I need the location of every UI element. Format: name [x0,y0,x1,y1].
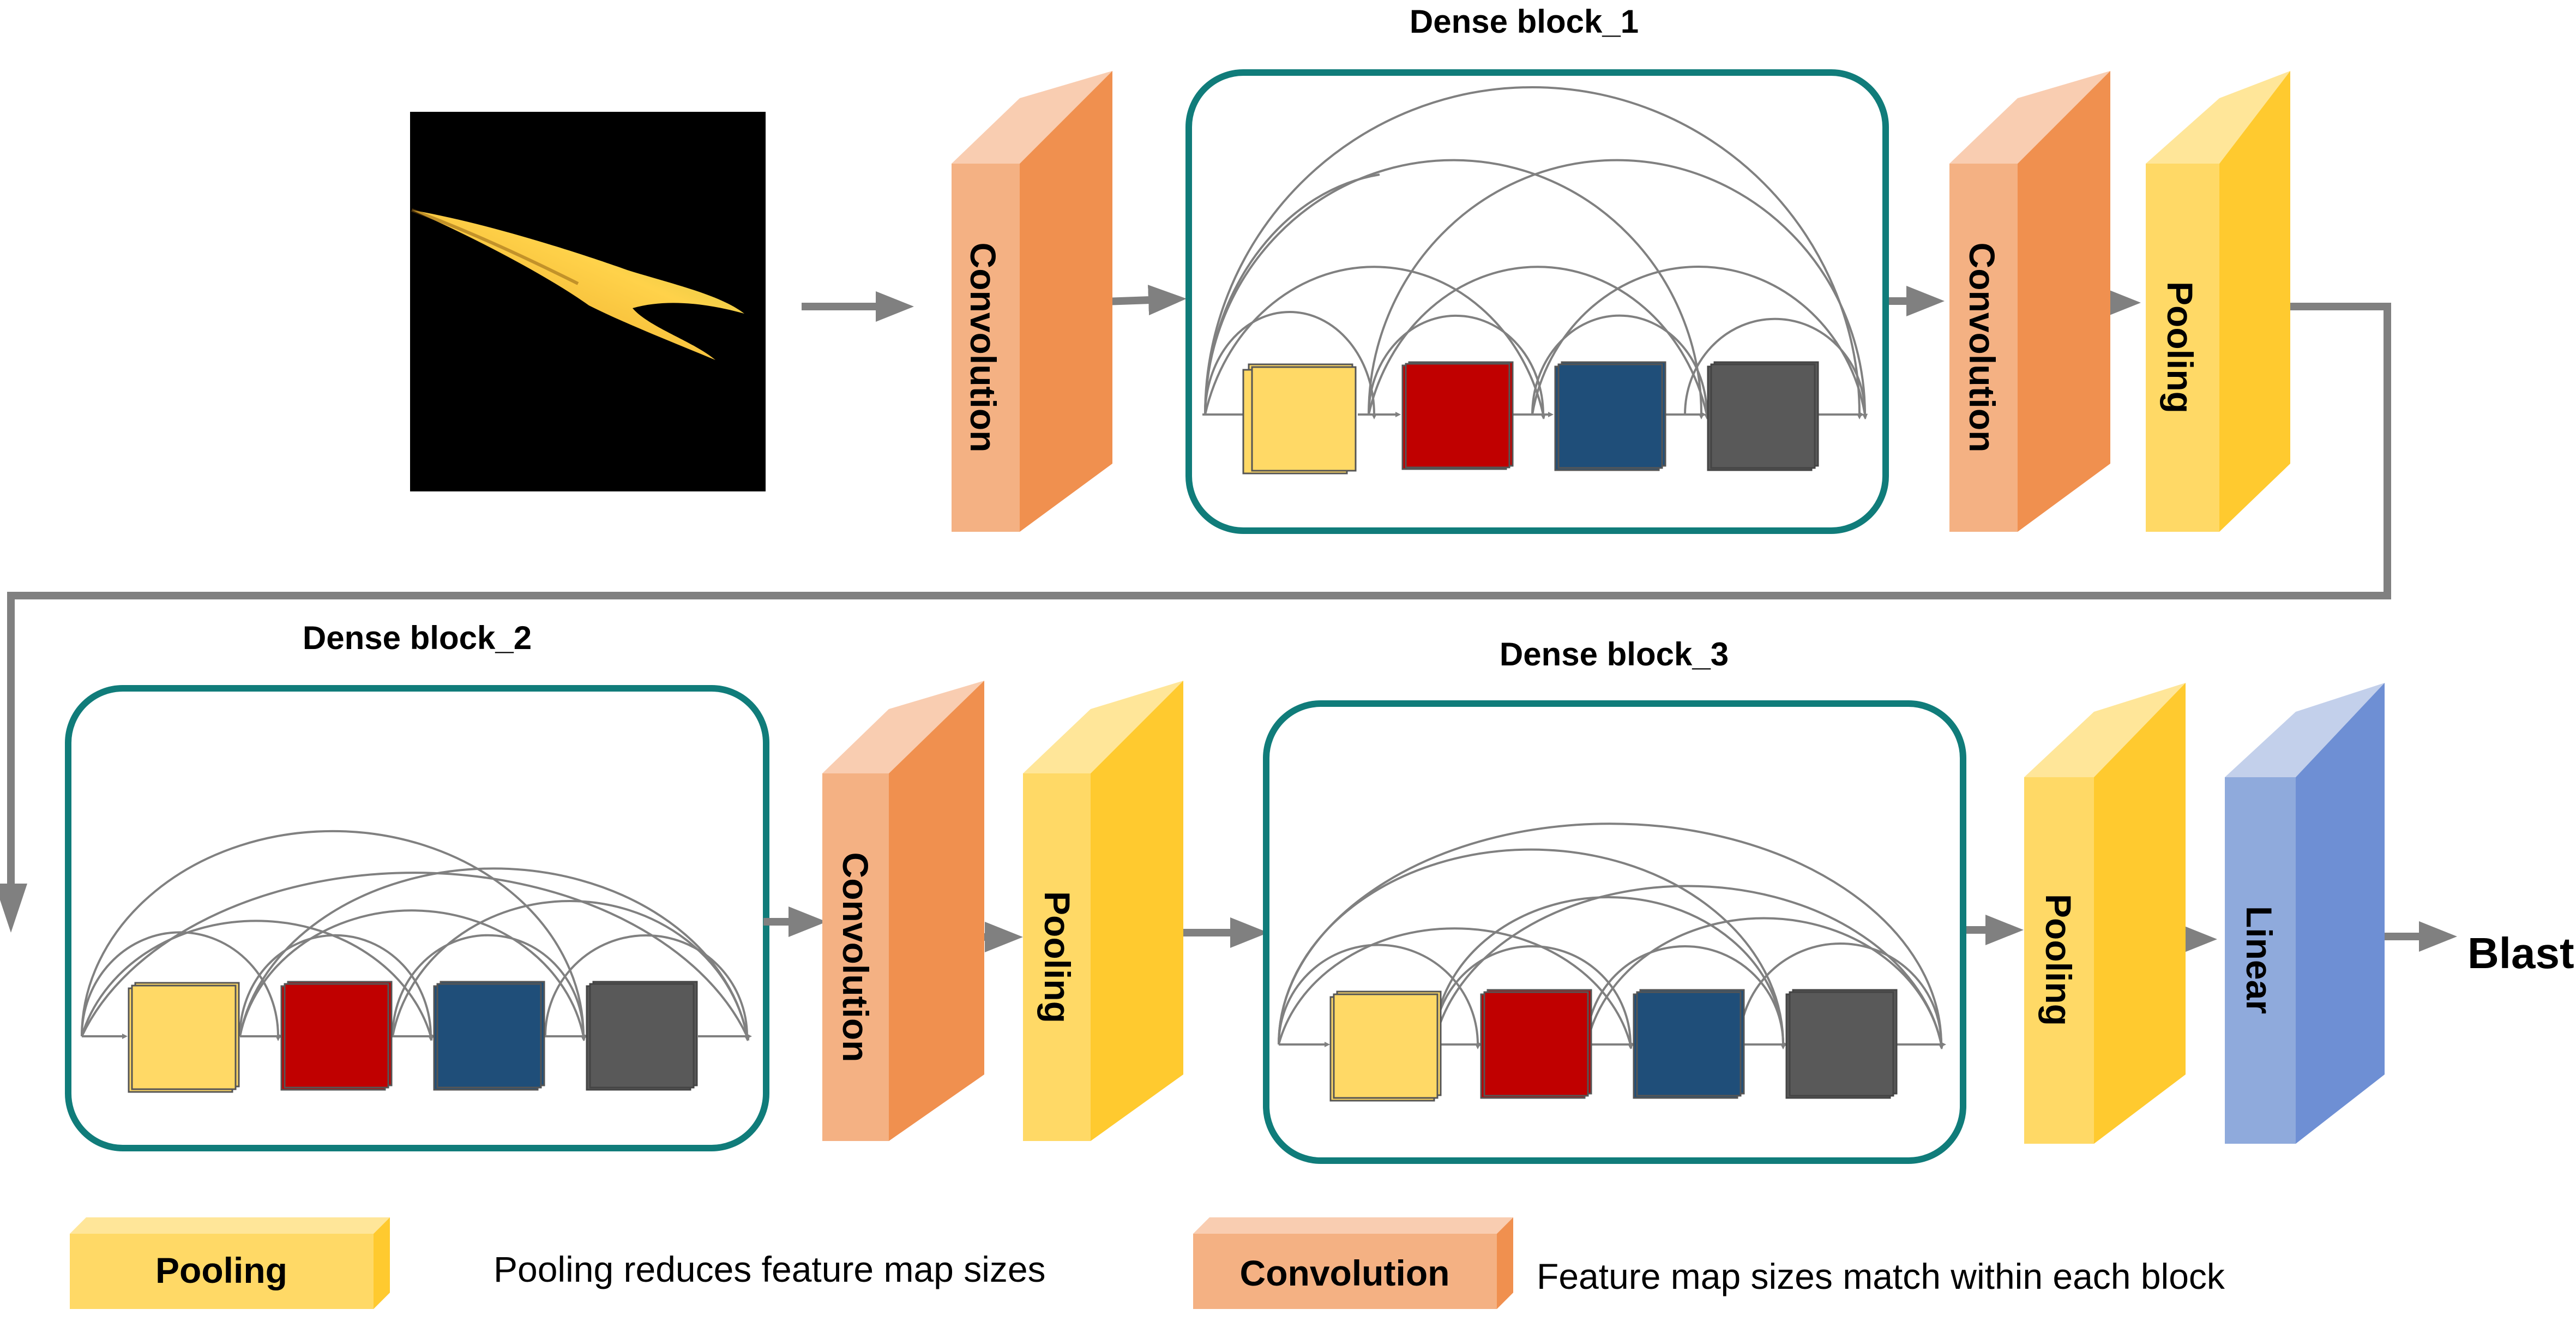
convolution-layer-2: Convolution [1949,71,2110,532]
legend-pooling-box: Pooling [70,1217,390,1309]
feature-map-blue [1554,361,1666,471]
feature-map-red [1401,361,1514,470]
feature-map-yellow [1242,363,1357,475]
pool3-label: Pooling [2038,894,2079,1026]
legend-convolution-box: Convolution [1193,1217,1513,1309]
dense-block-3: Dense block_3 [1263,636,1966,1164]
convolution-layer-3: Convolution [822,681,984,1141]
conv2-label: Convolution [1962,243,2002,453]
dense-block-1: Dense block_1 [1185,3,1889,534]
feature-map-blue-3 [1633,989,1745,1099]
pooling-layer-1: Pooling [2146,71,2290,532]
feature-map-gray-3 [1785,989,1898,1099]
feature-map-gray-2 [586,981,698,1091]
feature-map-yellow-3 [1329,990,1442,1102]
block3-title: Dense block_3 [1500,636,1729,672]
block2-title: Dense block_2 [303,620,532,656]
legend-pooling-desc: Pooling reduces feature map sizes [493,1249,1046,1289]
linear-layer: Linear [2225,683,2385,1144]
convolution-layer-1: Convolution [952,71,1112,532]
block1-title: Dense block_1 [1410,3,1639,40]
legend-pooling-label: Pooling [155,1250,287,1290]
output-label: Blast [2467,929,2574,977]
pooling-layer-2: Pooling [1023,681,1183,1141]
feature-map-gray [1707,361,1819,471]
pooling-layer-3: Pooling [2024,683,2186,1144]
linear-label: Linear [2239,906,2279,1014]
skip-connections-2 [81,830,752,1041]
pool2-label: Pooling [1037,891,1078,1023]
dense-block-2: Dense block_2 [65,620,769,1151]
skip-connections-3 [1278,822,1946,1049]
legend-convolution-label: Convolution [1240,1253,1450,1293]
skip-connections-1 [1202,86,1868,419]
legend-convolution-desc: Feature map sizes match within each bloc… [1537,1256,2225,1296]
input-image [410,112,766,491]
cell-shape [412,210,744,360]
conv3-label: Convolution [835,852,876,1062]
legend: Pooling Pooling reduces feature map size… [70,1217,2225,1309]
feature-map-red-2 [280,981,393,1091]
feature-map-blue-2 [433,981,545,1091]
feature-map-yellow-2 [128,982,240,1093]
pool1-label: Pooling [2160,281,2200,413]
conv1-label: Convolution [963,243,1003,453]
feature-map-red-3 [1480,989,1592,1099]
